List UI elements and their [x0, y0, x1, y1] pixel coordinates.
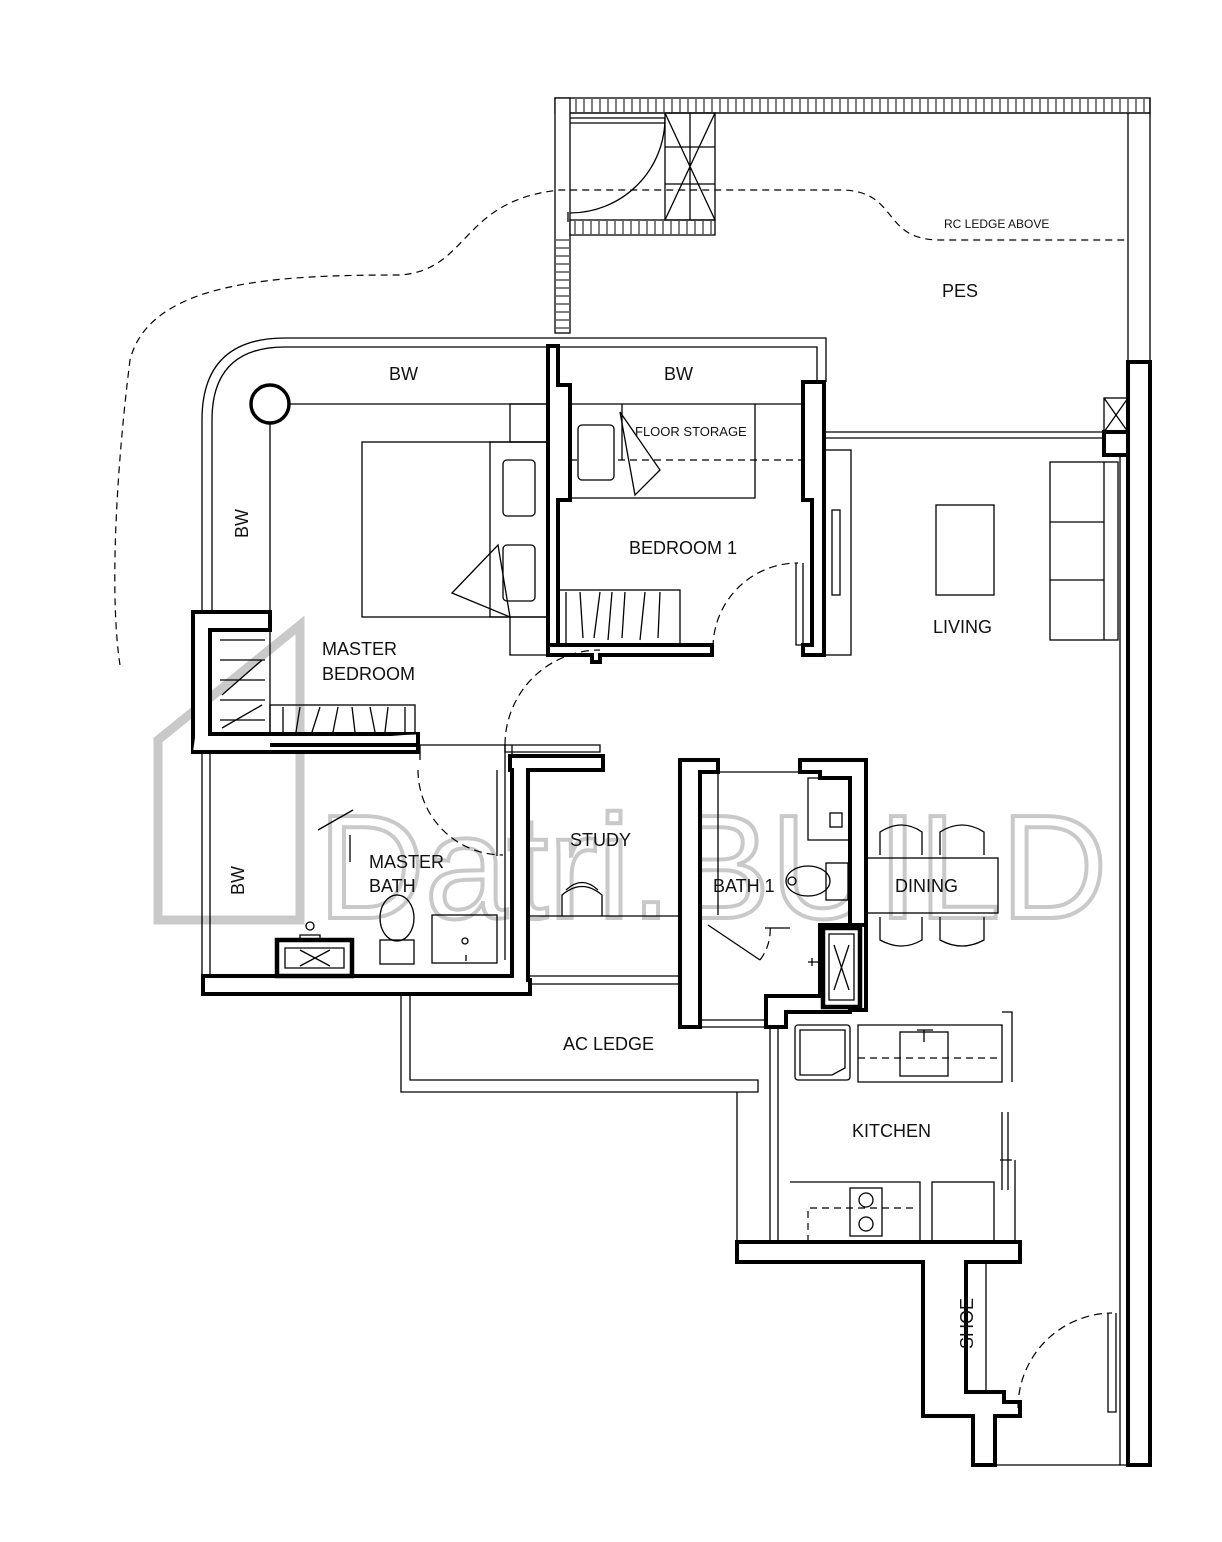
- label-living: LIVING: [933, 617, 992, 637]
- label-floor-storage: FLOOR STORAGE: [635, 424, 747, 439]
- label-rc-ledge: RC LEDGE ABOVE: [944, 217, 1049, 231]
- rc-ledge-line: [114, 189, 1128, 666]
- label-bw-left-upper: BW: [232, 509, 252, 538]
- label-bw-top-right: BW: [664, 364, 693, 384]
- label-study: STUDY: [570, 830, 631, 850]
- watermark-text: Datri.BUILD: [318, 785, 1108, 950]
- label-bath1: BATH 1: [713, 876, 775, 896]
- pes-railing: [554, 97, 1151, 334]
- label-bw-left-lower: BW: [228, 866, 248, 895]
- watermark: Datri.BUILD: [153, 615, 1110, 952]
- label-bw-top-left: BW: [389, 364, 418, 384]
- bay-window: [201, 337, 827, 612]
- watermark-house-icon: [153, 615, 305, 925]
- label-pes: PES: [942, 281, 978, 301]
- label-kitchen: KITCHEN: [852, 1121, 931, 1141]
- doors: [504, 562, 1128, 1466]
- label-master-bedroom-2: BEDROOM: [322, 664, 415, 684]
- label-dining: DINING: [895, 876, 958, 896]
- label-master-bath-1: MASTER: [369, 852, 444, 872]
- pes-right-edge: [1127, 98, 1151, 360]
- label-shoe: SHOE: [957, 1298, 977, 1349]
- label-master-bath-2: BATH: [369, 876, 416, 896]
- column-circle: [249, 383, 291, 425]
- label-ac-ledge: AC LEDGE: [563, 1034, 654, 1054]
- furniture: [220, 411, 1119, 1243]
- room-labels: RC LEDGE ABOVE PES BW BW BW BW FLOOR STO…: [228, 217, 1049, 1349]
- interior-lines: [269, 403, 1121, 1465]
- label-master-bedroom-1: MASTER: [322, 639, 397, 659]
- bay-window-lower: [201, 752, 211, 976]
- label-bedroom1: BEDROOM 1: [629, 538, 737, 558]
